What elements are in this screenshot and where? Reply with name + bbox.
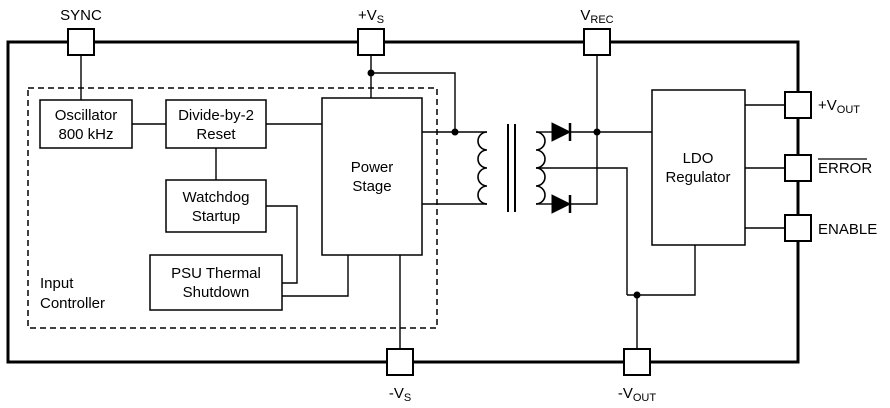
pin-label-vs-minus: -VS (389, 385, 411, 404)
input-controller-label-line2: Controller (40, 295, 105, 312)
oscillator-label-line1: Oscillator (55, 107, 118, 124)
divide-by-2-block: Divide-by-2 Reset (165, 99, 267, 149)
power-stage-label-line2: Stage (352, 178, 391, 195)
power-stage-label-line1: Power (351, 159, 394, 176)
diode-bottom-triangle (551, 194, 572, 214)
watchdog-label-line2: Startup (192, 208, 240, 225)
rectifier-diode-top (551, 122, 572, 142)
wire-watchdog-to-psu (266, 205, 298, 284)
divide-by-2-label-line1: Divide-by-2 (178, 107, 254, 124)
power-stage-box (321, 97, 423, 256)
input-controller-label-line1: Input (40, 275, 74, 292)
junction-dot-primary-top (451, 128, 459, 136)
wire-secondary-center-tap (536, 167, 628, 295)
diode-top-triangle (551, 122, 572, 142)
wire-vs-plus-branch-to-primary (371, 72, 456, 132)
power-stage-block: Power Stage (321, 97, 423, 256)
psu-thermal-box (149, 254, 283, 311)
oscillator-box (39, 99, 133, 149)
pin-label-vout-minus: -VOUT (618, 385, 657, 404)
watchdog-block: Watchdog Startup (165, 179, 267, 233)
pin-vout-minus (623, 348, 651, 376)
pin-label-vrec: VREC (580, 7, 613, 26)
pin-label-vs-plus: +VS (358, 7, 384, 26)
wire-vout-minus-rail-to-ldo (627, 245, 696, 296)
wire-psu-to-power-stage (282, 255, 349, 297)
pin-vrec (583, 28, 611, 56)
junction-dot-vrec (593, 128, 601, 136)
transformer (477, 124, 546, 212)
ldo-label-line2: Regulator (665, 169, 730, 186)
oscillator-label-line2: 800 kHz (58, 126, 113, 143)
pin-label-enable: ENABLE (818, 221, 877, 238)
pin-vs-plus (357, 28, 385, 56)
ldo-label-line1: LDO (683, 150, 714, 167)
watchdog-label-line1: Watchdog (183, 189, 250, 206)
input-controller-boundary (27, 87, 438, 329)
pin-vs-minus (386, 348, 414, 376)
pin-error (784, 154, 812, 182)
ldo-regulator-box (651, 89, 746, 246)
wire-rectifier-bottom-riser (570, 132, 598, 205)
secondary-coil (535, 131, 546, 205)
pin-vout-plus (784, 91, 812, 119)
pin-label-error: ERROR (818, 160, 872, 177)
divide-by-2-box (165, 99, 267, 149)
pin-label-vout-plus: +VOUT (818, 97, 860, 116)
pin-sync (67, 28, 95, 56)
psu-thermal-block: PSU Thermal Shutdown (149, 254, 283, 311)
pin-label-sync: SYNC (60, 7, 102, 24)
pin-enable (784, 214, 812, 242)
divide-by-2-label-line2: Reset (196, 126, 236, 143)
psu-thermal-label-line1: PSU Thermal (171, 265, 261, 282)
primary-coil (477, 131, 488, 205)
rectifier-diode-bottom (551, 194, 572, 214)
ldo-regulator-block: LDO Regulator (651, 89, 746, 246)
oscillator-block: Oscillator 800 kHz (39, 99, 133, 149)
psu-thermal-label-line2: Shutdown (183, 284, 250, 301)
watchdog-box (165, 179, 267, 233)
junction-dot-vs-plus (367, 69, 375, 77)
junction-dot-vout-minus (633, 291, 641, 299)
